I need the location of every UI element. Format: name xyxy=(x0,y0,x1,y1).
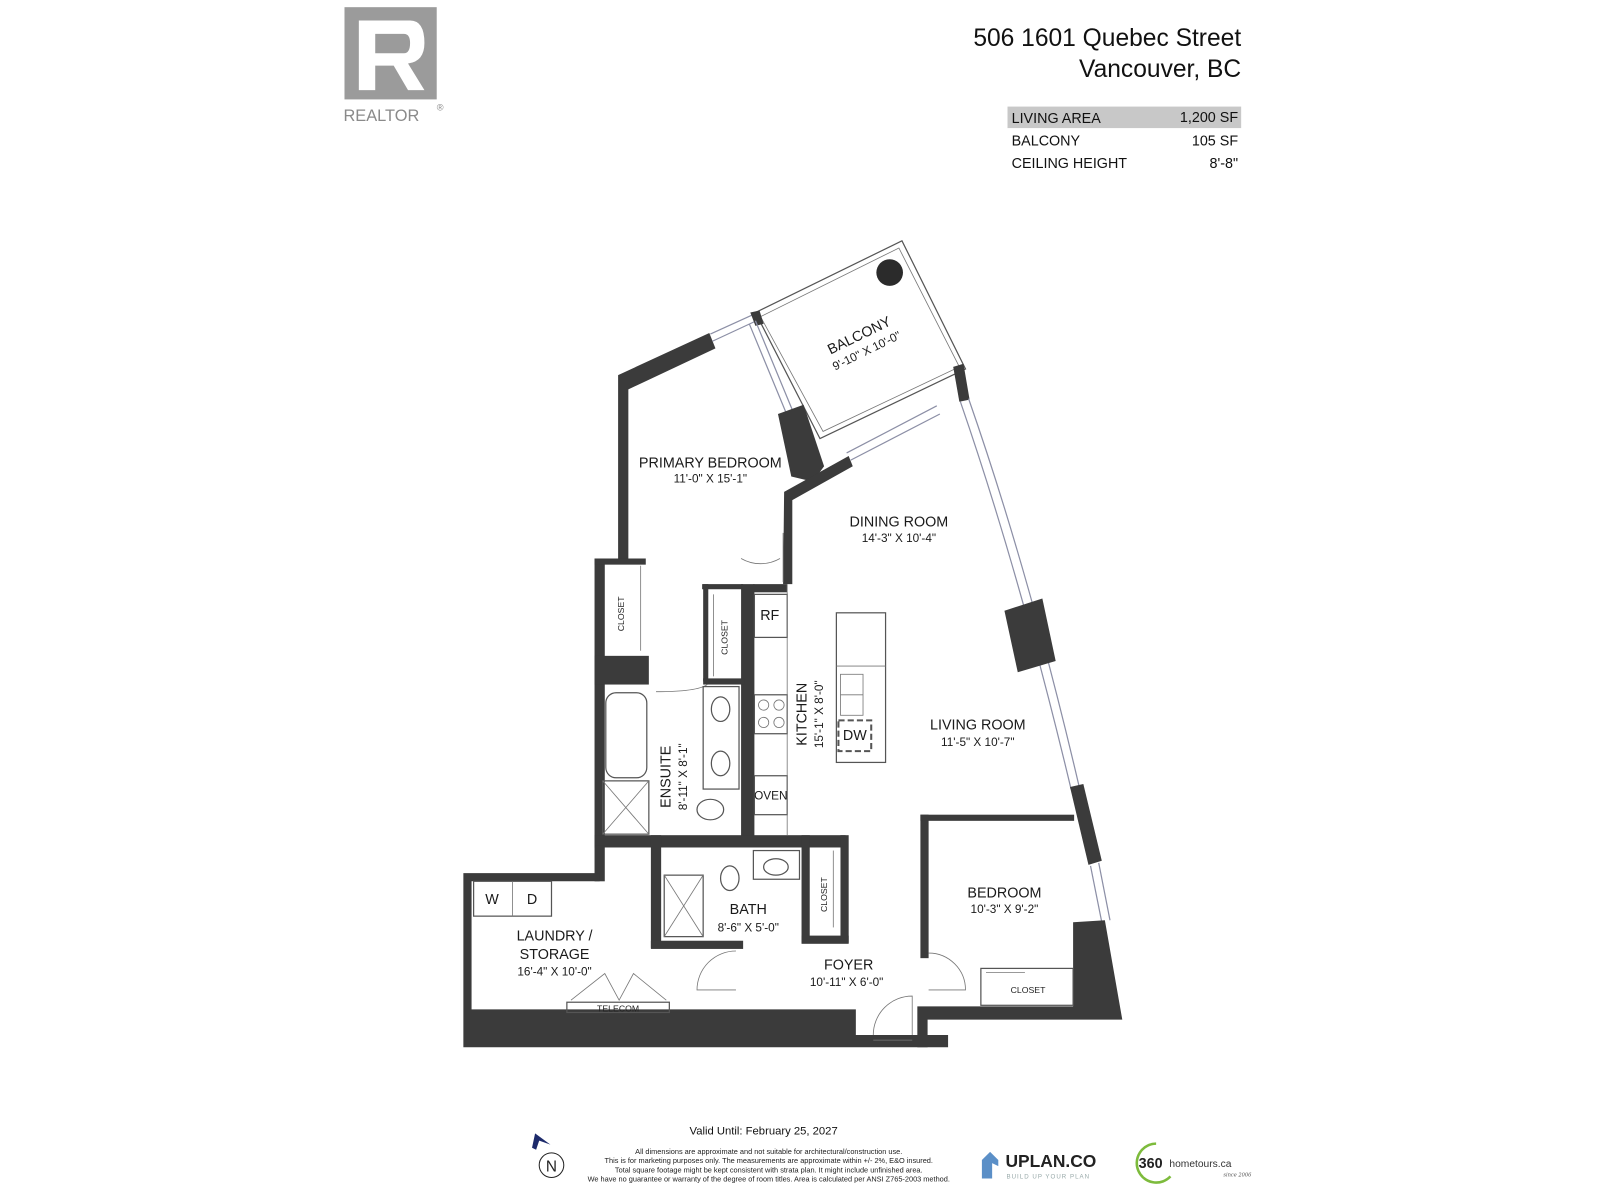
balcony-outline xyxy=(754,239,967,440)
floor-plan xyxy=(463,239,1123,1048)
telecom-label: TELECOM xyxy=(597,1003,639,1013)
address-line-2: Vancouver, BC xyxy=(1079,56,1241,83)
uplan-name: UPLAN.CO xyxy=(1005,1151,1096,1171)
realtor-logo-text: REALTOR xyxy=(343,107,419,125)
ensuite-dims: 8'-11" X 8'-1" xyxy=(677,743,690,810)
structural-column xyxy=(1004,598,1056,673)
area-label-ceiling: CEILING HEIGHT xyxy=(1012,156,1128,172)
area-label-balcony: BALCONY xyxy=(1012,134,1081,150)
dining-room-name: DINING ROOM xyxy=(850,515,949,531)
dryer-label: D xyxy=(527,892,537,908)
bathtub xyxy=(605,692,648,779)
bedroom-name: BEDROOM xyxy=(967,886,1041,902)
foyer-name: FOYER xyxy=(824,957,873,973)
address-line-1: 506 1601 Quebec Street xyxy=(973,25,1241,52)
closet-label-primary-left: CLOSET xyxy=(616,596,626,632)
closet-label-bedroom: CLOSET xyxy=(1011,985,1047,995)
foyer-dims: 10'-11" X 6'-0" xyxy=(810,976,883,989)
living-room-dims: 11'-5" X 10'-7" xyxy=(941,736,1014,749)
bedroom-dims: 10'-3" X 9'-2" xyxy=(971,903,1039,916)
area-value-ceiling: 8'-8" xyxy=(1210,156,1239,172)
hometours-logo: 360 hometours.ca since 2006 xyxy=(1135,1142,1252,1184)
bath-dims: 8'-6" X 5'-0" xyxy=(718,922,779,935)
kitchen-dims: 15'-1" X 8'-0" xyxy=(813,680,826,748)
laundry-name-2: STORAGE xyxy=(520,947,590,963)
washer-label: W xyxy=(485,892,499,908)
bath-name: BATH xyxy=(730,902,767,918)
realtor-logo-mark: ® xyxy=(437,103,444,113)
laundry-dims: 16'-4" X 10'-0" xyxy=(517,966,591,979)
laundry-name-1: LAUNDRY / xyxy=(517,929,593,945)
disclaimer-line-1: All dimensions are approximate and not s… xyxy=(635,1147,902,1156)
kitchen-name: KITCHEN xyxy=(795,683,811,746)
valid-until: Valid Until: February 25, 2027 xyxy=(690,1125,838,1137)
north-label: N xyxy=(546,1158,557,1175)
dining-room-dims: 14'-3" X 10'-4" xyxy=(862,532,936,545)
hometours-since: since 2006 xyxy=(1223,1172,1252,1178)
uplan-tagline: BUILD UP YOUR PLAN xyxy=(1006,1173,1090,1180)
area-row-highlight xyxy=(1007,106,1242,129)
hometours-name: hometours.ca xyxy=(1169,1159,1231,1170)
uplan-logo: UPLAN.CO BUILD UP YOUR PLAN xyxy=(981,1151,1096,1180)
disclaimer-line-3: Total square footage might be kept consi… xyxy=(615,1165,923,1174)
oven-label: OVEN xyxy=(754,789,787,802)
ensuite-name: ENSUITE xyxy=(658,746,674,808)
closet-label-primary-right: CLOSET xyxy=(720,619,730,655)
hometours-number: 360 xyxy=(1139,1156,1163,1172)
balcony-column xyxy=(876,259,903,286)
realtor-logo: REALTOR ® xyxy=(343,7,444,125)
kitchen-island xyxy=(835,612,887,764)
north-arrow-icon: N xyxy=(532,1133,565,1178)
primary-bedroom-name: PRIMARY BEDROOM xyxy=(639,455,782,471)
disclaimer-line-2: This is for marketing purposes only. The… xyxy=(605,1156,933,1165)
area-label-living: LIVING AREA xyxy=(1012,111,1102,127)
area-table: LIVING AREA 1,200 SF BALCONY 105 SF CEIL… xyxy=(1007,106,1242,172)
living-room-name: LIVING ROOM xyxy=(930,718,1026,734)
area-value-balcony: 105 SF xyxy=(1192,134,1238,150)
primary-bedroom-dims: 11'-0" X 15'-1" xyxy=(674,473,747,486)
closet-label-bath: CLOSET xyxy=(819,877,829,913)
disclaimer-line-4: We have no guarantee or warranty of the … xyxy=(588,1175,950,1184)
fridge-label: RF xyxy=(760,608,779,624)
area-value-living: 1,200 SF xyxy=(1180,110,1238,126)
dishwasher-label: DW xyxy=(843,728,867,744)
